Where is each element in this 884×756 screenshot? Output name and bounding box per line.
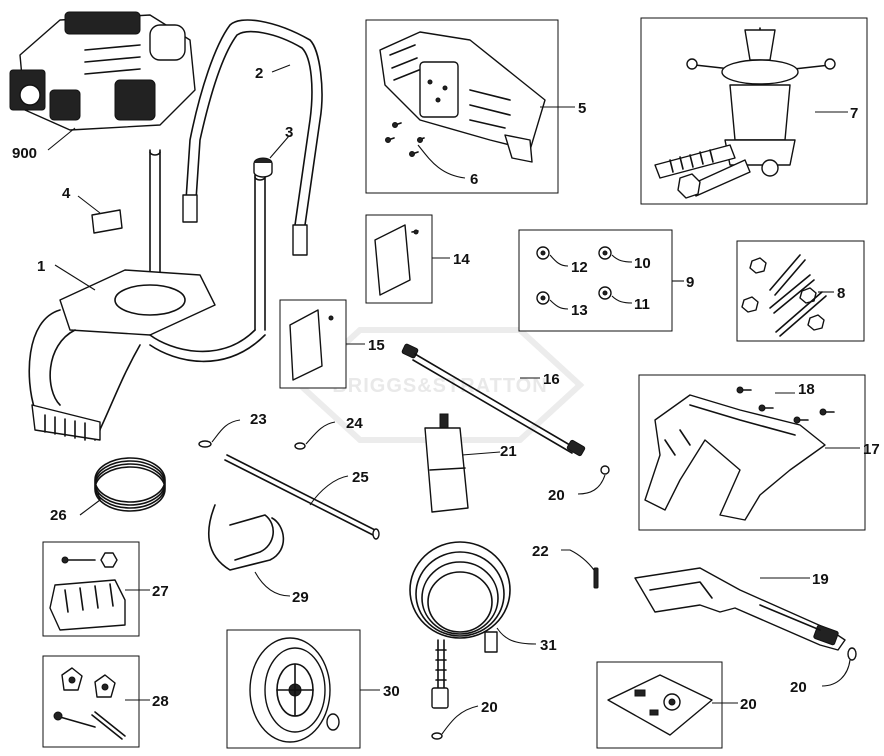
wheel-illustration — [249, 637, 340, 743]
label-screw-13: 13 — [571, 302, 588, 319]
label-screw-12: 12 — [571, 259, 588, 276]
brand-watermark: BRIGGS&STRATTON — [295, 327, 585, 443]
engine-illustration — [9, 11, 196, 131]
label-pin: 22 — [532, 543, 549, 560]
label-holder-screws: 6 — [470, 171, 478, 188]
label-engine: 900 — [12, 145, 37, 162]
label-oring-wand: 20 — [548, 487, 565, 504]
pump-illustration — [654, 27, 836, 199]
label-wand: 16 — [543, 371, 560, 388]
oring-gun-illustration — [847, 647, 857, 661]
label-oring-gun: 20 — [790, 679, 807, 696]
label-pump: 7 — [850, 105, 858, 122]
label-washer-24: 24 — [346, 415, 363, 432]
decal-kit-illustration — [607, 674, 713, 736]
label-pump-bolt-kit: 8 — [837, 285, 845, 302]
handle-illustration — [182, 19, 323, 256]
decal-4-illustration — [91, 209, 123, 234]
handle-cap-illustration — [253, 157, 273, 178]
label-washer-23: 23 — [250, 411, 267, 428]
bracket-screws-illustration — [736, 386, 835, 424]
label-decal-4: 4 — [62, 185, 71, 202]
label-plate-14: 14 — [453, 251, 470, 268]
label-knob-kit: 28 — [152, 693, 169, 710]
plate-14-illustration — [374, 224, 419, 296]
label-screw-10: 10 — [634, 255, 651, 272]
pump-bolt-kit-illustration — [741, 254, 827, 337]
oring-hose-illustration — [431, 732, 443, 740]
nozzle-illustration — [424, 413, 469, 513]
label-axle: 25 — [352, 469, 369, 486]
label-plate-15: 15 — [368, 337, 385, 354]
watermark-text: BRIGGS&STRATTON — [332, 375, 547, 397]
wand-illustration — [401, 343, 610, 475]
axle-illustration — [224, 454, 380, 540]
washer-24-illustration — [294, 442, 306, 450]
foot-kit-illustration — [49, 552, 126, 631]
label-bracket-screws: 18 — [798, 381, 815, 398]
spray-gun-holder-illustration — [379, 31, 546, 163]
label-oring-hose: 20 — [481, 699, 498, 716]
label-spray-gun: 19 — [812, 571, 829, 588]
label-hose: 31 — [540, 637, 557, 654]
label-frame: 1 — [37, 258, 45, 275]
label-wheel: 30 — [383, 683, 400, 700]
washer-23-illustration — [198, 440, 212, 448]
screw-kit-box — [518, 229, 673, 332]
holder-screws-illustration — [385, 122, 425, 157]
label-handle: 2 — [255, 65, 263, 82]
label-handle-cap: 3 — [285, 124, 293, 141]
label-foot-kit: 27 — [152, 583, 169, 600]
pin-illustration — [593, 567, 599, 589]
wire-clip-illustration — [207, 504, 285, 571]
label-screw-11: 11 — [634, 296, 650, 313]
label-coil-hose: 26 — [50, 507, 67, 524]
label-decal-kit: 20 — [740, 696, 757, 713]
screw-kit-illustration — [536, 246, 612, 305]
knob-kit-box — [42, 655, 140, 748]
coil-hose-illustration — [94, 457, 166, 512]
label-screw-kit: 9 — [686, 274, 694, 291]
spray-gun-illustration — [634, 567, 846, 651]
label-nozzle: 21 — [500, 443, 517, 460]
plate-15-illustration — [289, 309, 334, 381]
knob-kit-illustration — [53, 667, 126, 740]
label-bracket: 17 — [863, 441, 880, 458]
hose-illustration — [409, 541, 511, 709]
bracket-illustration — [644, 394, 826, 521]
label-wire-clip: 29 — [292, 589, 309, 606]
label-spray-gun-holder: 5 — [578, 100, 586, 117]
frame-illustration — [28, 149, 266, 441]
